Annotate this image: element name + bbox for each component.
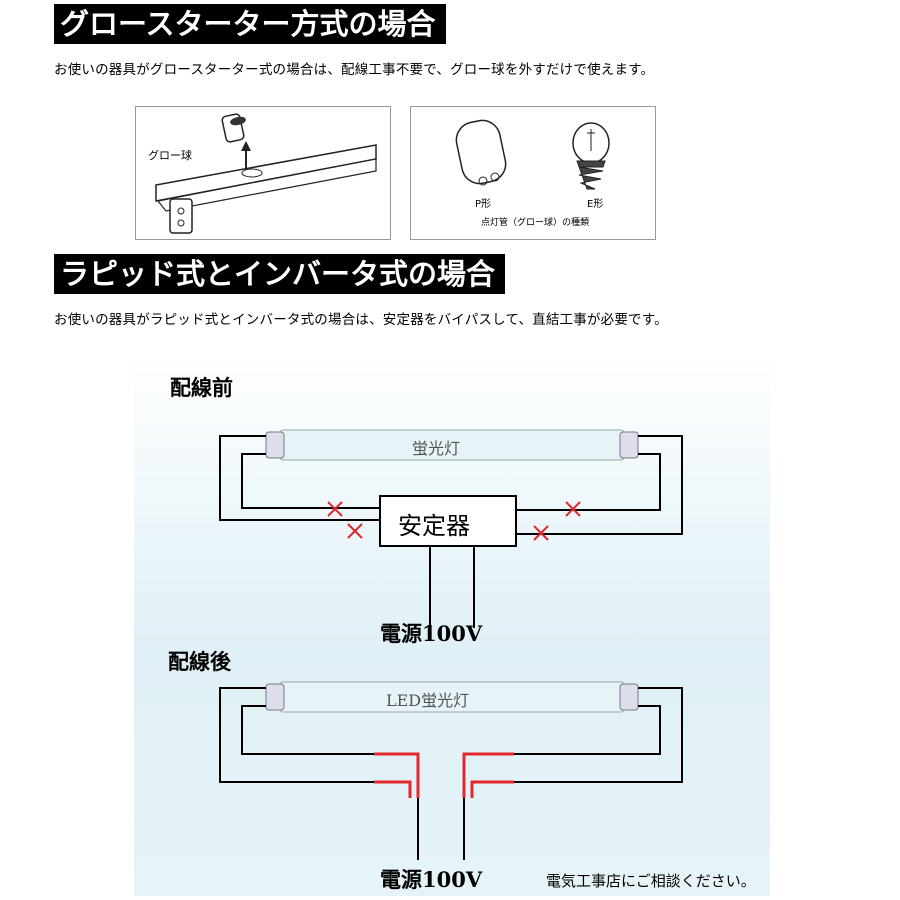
power-label-before: 電源100V — [380, 621, 483, 646]
starter-types-illustration — [455, 119, 610, 190]
e-type-starter-icon — [572, 122, 610, 190]
power-label-after: 電源100V — [380, 867, 483, 892]
footer-note: 電気工事店にご相談ください。 — [546, 872, 756, 890]
cross-icon — [347, 523, 363, 539]
direct-connection-wires — [374, 752, 514, 798]
p-type-starter-icon — [455, 119, 507, 186]
section1-description: お使いの器具がグロースターター式の場合は、配線工事不要で、グロー球を外すだけで使… — [54, 62, 655, 78]
glow-bulb-icon — [221, 113, 246, 143]
led-tube-after — [265, 681, 639, 713]
cut-marks — [327, 501, 581, 541]
e-type-label: E形 — [587, 199, 604, 210]
cross-icon — [565, 501, 581, 517]
tube-label-before: 蛍光灯 — [412, 439, 461, 458]
wiring-diagram-drawing — [219, 429, 683, 860]
cross-icon — [327, 501, 343, 517]
section1-title: グロースターター方式の場合 — [54, 4, 446, 44]
tube-label-after: LED蛍光灯 — [386, 691, 470, 710]
wires-after — [219, 687, 683, 860]
section2-description: お使いの器具がラピッド式とインバータ式の場合は、安定器をバイパスして、直結工事が… — [54, 312, 668, 328]
p-type-label: P形 — [475, 199, 492, 210]
ballast-box — [379, 495, 517, 547]
starter-types-caption: 点灯管（グロー球）の種類 — [481, 218, 590, 228]
glow-starter-illustration — [155, 113, 377, 234]
after-heading: 配線後 — [168, 650, 231, 674]
glow-bulb-label: グロー球 — [148, 149, 192, 162]
section2-title: ラピッド式とインバータ式の場合 — [54, 254, 506, 294]
cross-icon — [533, 525, 549, 541]
before-heading: 配線前 — [170, 376, 233, 400]
fluorescent-tube-before — [265, 429, 639, 461]
starter-types-panel: P形 E形 点灯管（グロー球）の種類 — [410, 106, 656, 240]
wires-before — [219, 435, 683, 628]
wiring-diagram: 配線前 蛍光灯 安定器 電源100V 配線後 LED蛍光灯 電源100V 電気工… — [134, 350, 770, 896]
ballast-label: 安定器 — [398, 512, 470, 540]
glow-starter-panel: グロー球 — [135, 106, 391, 240]
